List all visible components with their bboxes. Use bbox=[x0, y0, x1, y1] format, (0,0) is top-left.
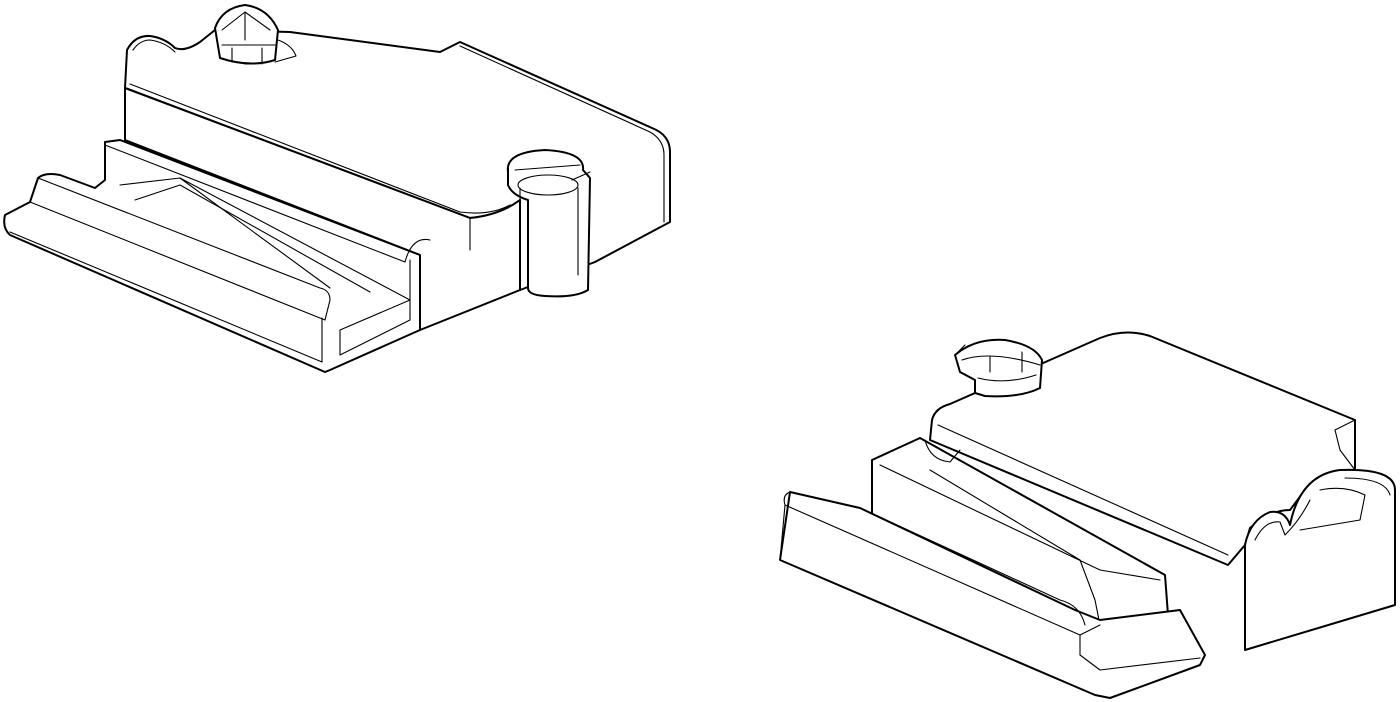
left-top-post bbox=[214, 4, 279, 65]
connector-hood-right bbox=[779, 331, 1396, 699]
left-cylinder-boss bbox=[506, 149, 591, 298]
left-slider-rail bbox=[3, 139, 421, 373]
right-body-end-face bbox=[1244, 468, 1396, 651]
connector-hood-left bbox=[3, 4, 671, 373]
right-top-clip-ring bbox=[954, 338, 1043, 398]
right-slider-rail bbox=[779, 491, 1206, 699]
